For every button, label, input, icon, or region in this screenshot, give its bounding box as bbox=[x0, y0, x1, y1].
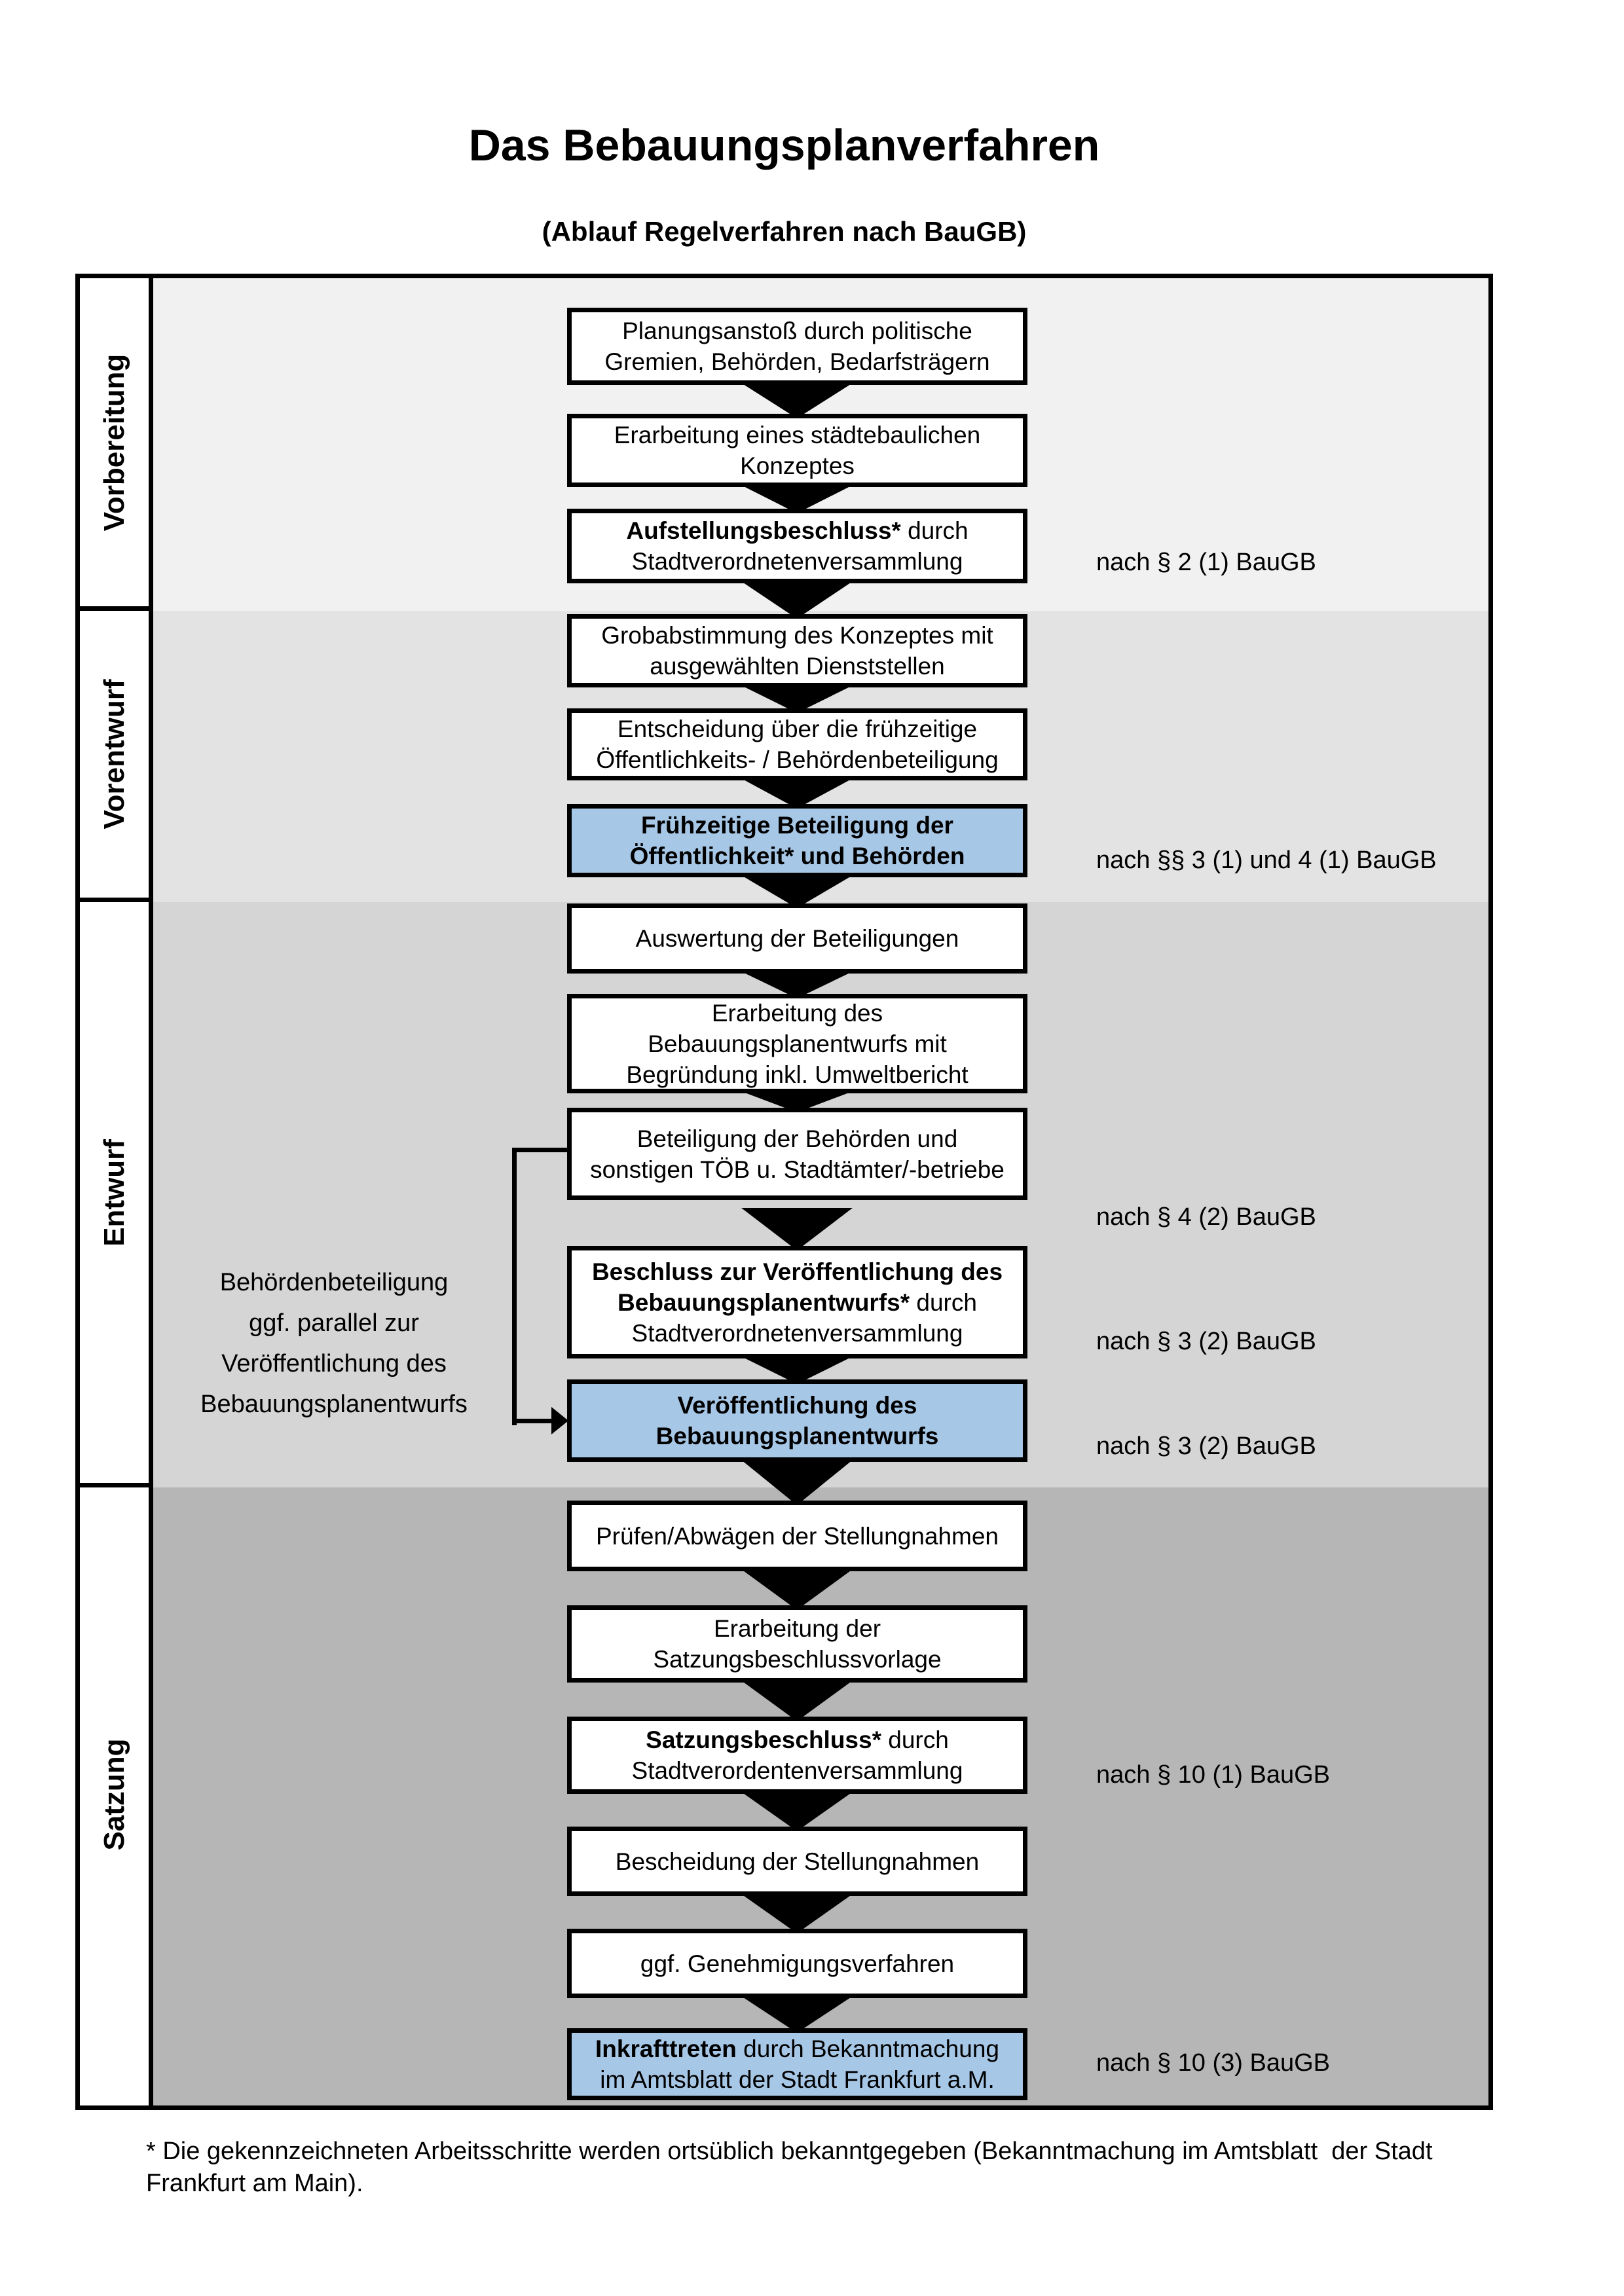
parallel-note-line: Bebauungsplanentwurfs bbox=[200, 1391, 468, 1418]
flow-box-text-line: Prüfen/Abwägen der Stellungnahmen bbox=[595, 1522, 999, 1550]
flow-arrow-down bbox=[741, 1208, 853, 1250]
phase-label-satzung: Satzung bbox=[98, 1738, 130, 1851]
flow-arrow-down bbox=[741, 1569, 853, 1610]
footnote: * Die gekennzeichneten Arbeitsschritte w… bbox=[146, 2138, 1433, 2197]
flow-box-genehmigungsverfahren: ggf. Genehmigungsverfahren bbox=[567, 1929, 1027, 1998]
flow-box-text-line: Bescheidung der Stellungnahmen bbox=[615, 1848, 980, 1875]
flow-box-auswertung-beteiligungen: Auswertung der Beteiligungen bbox=[567, 903, 1027, 974]
flow-box-text-line: ggf. Genehmigungsverfahren bbox=[640, 1950, 955, 1977]
flow-arrow-down bbox=[741, 1894, 853, 1933]
flow-arrow-down bbox=[741, 685, 853, 713]
flow-box-text-line: Gremien, Behörden, Bedarfsträgern bbox=[604, 348, 990, 375]
flow-box-text-line: im Amtsblatt der Stadt Frankfurt a.M. bbox=[600, 2066, 995, 2093]
flow-box-text-line: Inkrafttreten durch Bekanntmachung bbox=[595, 2035, 999, 2062]
flow-arrow-down bbox=[741, 875, 853, 908]
flow-box-text-line: Aufstellungsbeschluss* durch bbox=[626, 517, 969, 544]
flow-box-text-line: Erarbeitung eines städtebaulichen bbox=[614, 422, 981, 448]
phase-sidebar: Vorbereitung Vorentwurf Entwurf Satzung bbox=[80, 278, 153, 2105]
flow-box-text-line: Erarbeitung des bbox=[711, 999, 883, 1027]
parallel-connector-bottom-line bbox=[517, 1419, 553, 1423]
phase-cell-satzung: Satzung bbox=[80, 1487, 149, 2101]
flow-box-text-line: Grobabstimmung des Konzeptes mit bbox=[601, 622, 993, 649]
flow-box-text-line: Auswertung der Beteiligungen bbox=[635, 925, 959, 952]
parallel-note-line: Veröffentlichung des bbox=[221, 1350, 447, 1377]
flow-box-grobabstimmung: Grobabstimmung des Konzeptes mit ausgewäh… bbox=[567, 614, 1027, 687]
phase-cell-vorentwurf: Vorentwurf bbox=[80, 611, 149, 902]
parallel-note-line: ggf. parallel zur bbox=[249, 1309, 419, 1337]
flow-box-text-line: Satzungsbeschluss* durch bbox=[646, 1726, 949, 1753]
flow-box-text-line: Planungsanstoß durch politische bbox=[622, 318, 972, 344]
flow-box-text-line: Veröffentlichung des bbox=[677, 1392, 917, 1419]
legal-ref-behoerdenbeteiligung: nach § 4 (2) BauGB bbox=[1096, 1203, 1316, 1231]
legal-ref-fruehzeitige-beteiligung: nach §§ 3 (1) und 4 (1) BauGB bbox=[1096, 847, 1437, 874]
phase-label-vorentwurf: Vorentwurf bbox=[98, 679, 130, 829]
legal-ref-inkrafttreten: nach § 10 (3) BauGB bbox=[1096, 2049, 1330, 2077]
phase-cell-vorbereitung: Vorbereitung bbox=[80, 278, 149, 611]
legal-ref-veroeffentlichung: nach § 3 (2) BauGB bbox=[1096, 1432, 1316, 1460]
flow-box-text-line: Beteiligung der Behörden und bbox=[637, 1125, 958, 1152]
flow-arrow-down bbox=[741, 485, 853, 513]
flow-box-text-line: Entscheidung über die frühzeitige bbox=[617, 716, 978, 742]
flow-box-text-line: Bebauungsplanentwurfs mit bbox=[648, 1030, 947, 1057]
flow-box-text-line: Bebauungsplanentwurfs bbox=[655, 1423, 939, 1449]
flow-box-pruefen-abwaegen: Prüfen/Abwägen der Stellungnahmen bbox=[567, 1501, 1027, 1571]
flow-box-text-line: Begründung inkl. Umweltbericht bbox=[626, 1061, 969, 1088]
flow-box-text-line: Öffentlichkeits- / Behördenbeteiligung bbox=[596, 746, 999, 773]
flow-box-bescheidung: Bescheidung der Stellungnahmen bbox=[567, 1827, 1027, 1896]
flow-box-text-line: Satzungsbeschlussvorlage bbox=[653, 1646, 942, 1673]
flow-arrow-down bbox=[741, 1681, 853, 1721]
flow-arrow-down bbox=[741, 778, 853, 809]
flow-box-beteiligung-behoerden: Beteiligung der Behörden und sonstigen TÖ… bbox=[567, 1108, 1027, 1200]
parallel-note: Behördenbeteiligung ggf. parallel zur Ve… bbox=[151, 1262, 517, 1425]
flow-arrow-down bbox=[741, 1792, 853, 1831]
flow-arrow-down bbox=[741, 581, 853, 619]
legal-ref-beschluss-veroeffentlichung: nach § 3 (2) BauGB bbox=[1096, 1328, 1316, 1355]
flow-box-inkrafttreten: Inkrafttreten durch Bekanntmachung im Amt… bbox=[567, 2028, 1027, 2100]
parallel-note-line: Behördenbeteiligung bbox=[219, 1269, 449, 1296]
flow-box-text-line: Bebauungsplanentwurfs* durch bbox=[618, 1288, 977, 1316]
parallel-connector-vertical-line bbox=[512, 1148, 517, 1425]
phase-label-entwurf: Entwurf bbox=[98, 1139, 130, 1247]
page-title: Das Bebauungsplanverfahren bbox=[468, 120, 1100, 170]
flow-box-text-line: Beschluss zur Veröffentlichung des bbox=[591, 1258, 1003, 1285]
flow-box-text-line: Öffentlichkeit* und Behörden bbox=[629, 843, 965, 869]
procedure-frame bbox=[75, 274, 1493, 2110]
legal-ref-satzungsbeschluss: nach § 10 (1) BauGB bbox=[1096, 1761, 1330, 1789]
phase-label-vorbereitung: Vorbereitung bbox=[98, 354, 130, 531]
flow-arrow-down bbox=[741, 1996, 853, 2033]
flow-box-text-line: Stadtverordnetenversammlung bbox=[631, 548, 963, 575]
flow-box-text-line: Stadtverordnetenversammlung bbox=[631, 1319, 963, 1347]
page-subtitle: (Ablauf Regelverfahren nach BauGB) bbox=[542, 216, 1027, 247]
legal-ref-aufstellungsbeschluss: nach § 2 (1) BauGB bbox=[1096, 549, 1316, 576]
phase-cell-entwurf: Entwurf bbox=[80, 902, 149, 1487]
flow-arrow-down bbox=[741, 383, 853, 418]
flow-arrow-down bbox=[741, 972, 853, 998]
flow-box-text-line: Frühzeitige Beteiligung der bbox=[641, 812, 953, 839]
flow-arrow-down bbox=[741, 1091, 853, 1112]
flow-box-text-line: Konzeptes bbox=[740, 452, 855, 479]
flow-box-text-line: ausgewählten Dienststellen bbox=[650, 653, 945, 680]
flow-box-text-line: sonstigen TÖB u. Stadtämter/-betriebe bbox=[590, 1156, 1005, 1183]
parallel-connector-top-line bbox=[512, 1148, 567, 1152]
right-arrowhead-icon bbox=[551, 1407, 568, 1434]
flow-arrow-down bbox=[741, 1357, 853, 1384]
flow-arrow-down bbox=[741, 1460, 853, 1505]
flow-box-text-line: Erarbeitung der bbox=[713, 1615, 881, 1642]
flow-box-text-line: Stadtverordentenversammlung bbox=[631, 1757, 963, 1784]
